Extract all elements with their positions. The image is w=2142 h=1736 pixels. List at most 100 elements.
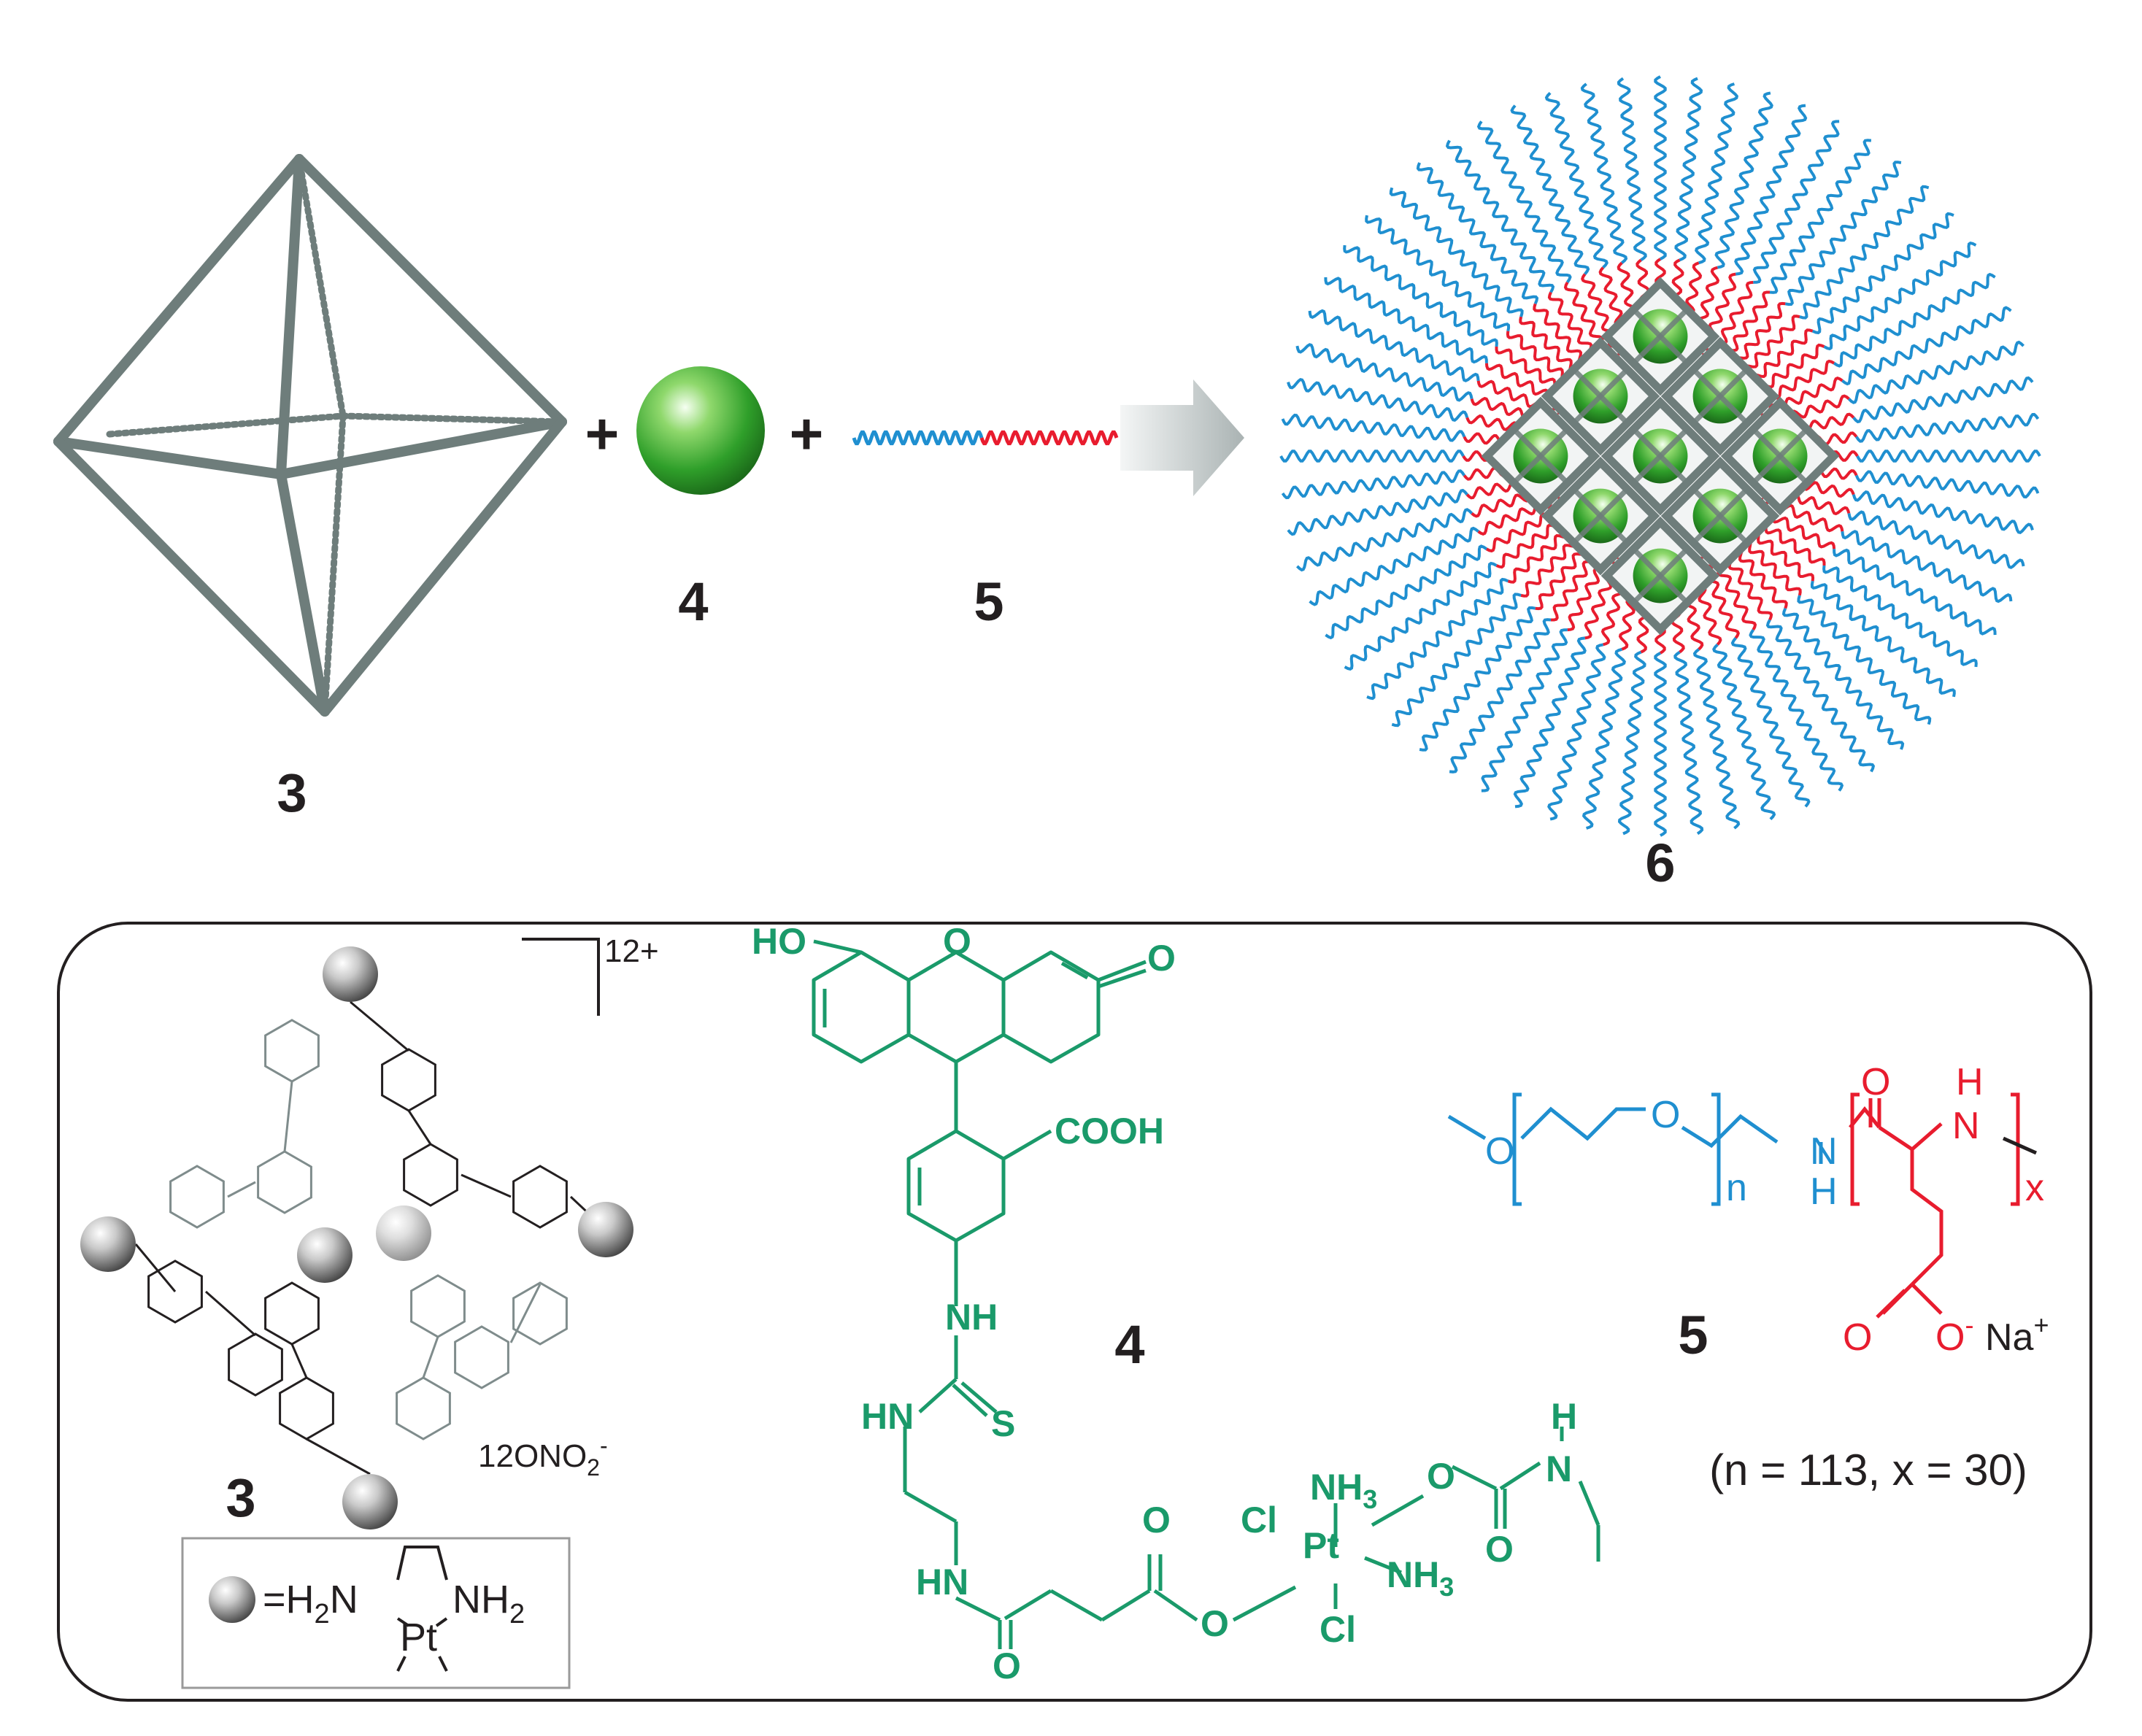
corona-chain [1811, 212, 1954, 335]
corona-chain [1580, 82, 1628, 264]
cage-bond [134, 1243, 177, 1292]
core-cage [1720, 396, 1840, 516]
corona-chain [1769, 139, 1872, 294]
corona-chain [1481, 628, 1568, 792]
svg-text:NH3: NH3 [1387, 1554, 1454, 1602]
corona-chain [1852, 376, 2034, 424]
corona-chain [1416, 162, 1539, 305]
structures-panel [57, 922, 2092, 1702]
svg-text:Cl: Cl [1320, 1609, 1356, 1650]
cage-ring [264, 1019, 320, 1083]
svg-text:O: O [1142, 1500, 1171, 1540]
sodium-ion: Na+ [1985, 1310, 2049, 1359]
corona-chain [1855, 412, 2040, 443]
octahedron-cage [53, 154, 567, 717]
pt-node-right [578, 1202, 633, 1257]
corona-chain [1287, 488, 1468, 536]
label-3-top: 3 [277, 763, 307, 823]
svg-text:O: O [1485, 1529, 1514, 1570]
corona-chain [1854, 470, 2040, 499]
svg-text:O: O [1843, 1316, 1872, 1359]
corona-chain [1295, 343, 1473, 402]
corona-chain [1309, 526, 1479, 606]
corona-chain [1513, 636, 1587, 809]
cage-ring [454, 1325, 509, 1389]
corona-chain [1673, 651, 1704, 836]
cage-ring [228, 1332, 283, 1397]
svg-text:N: N [1810, 1130, 1838, 1173]
cage-bond [422, 1336, 439, 1378]
corona-chain [1510, 104, 1590, 275]
corona-chain [1617, 77, 1647, 261]
svg-text:Cl: Cl [1241, 1500, 1277, 1540]
cage-bond [350, 1000, 409, 1052]
corona-chain [1419, 606, 1536, 752]
svg-text:S: S [991, 1403, 1015, 1444]
corona-chain [1674, 77, 1703, 262]
corona-chain [1654, 652, 1667, 837]
cage-ring [169, 1165, 225, 1229]
core-cage [1600, 516, 1720, 636]
svg-text:HN: HN [916, 1562, 968, 1602]
cage-bond [509, 1284, 542, 1343]
corona-chain [1449, 618, 1552, 774]
pt-node-left [80, 1216, 136, 1272]
label-5-top: 5 [974, 571, 1003, 632]
corona-chain [1544, 92, 1609, 269]
core-cage [1600, 277, 1720, 396]
corona-chain [1343, 244, 1498, 347]
cage-ring [264, 1281, 320, 1346]
plus-sign-2: + [790, 401, 824, 466]
block-copolymer-5 [852, 430, 1119, 446]
svg-text:N: N [1546, 1448, 1572, 1489]
svg-text:NH: NH [945, 1297, 998, 1338]
corona-chain [1281, 469, 1465, 500]
svg-text:HN: HN [861, 1396, 914, 1437]
cage-ring [147, 1259, 203, 1324]
svg-text:H: H [1551, 1396, 1577, 1437]
svg-text:O: O [1485, 1130, 1514, 1173]
pt-node-back [376, 1205, 431, 1261]
core-cage [1481, 396, 1600, 516]
compound-4-structure: HO O O COOH NH HN S HN O O O Cl Pt Cl NH… [752, 921, 1600, 1686]
core-cage [1541, 336, 1660, 456]
cage-ring [512, 1165, 568, 1229]
compound-5-structure: O O n N H O H N x O O- Na+ 5 (n = 113, x… [1447, 1061, 2049, 1494]
green-sphere-4 [636, 366, 765, 495]
corona-chain [1712, 643, 1776, 820]
corona-chain [1856, 450, 2041, 463]
pglu-block [979, 430, 1119, 446]
label-6-top: 6 [1645, 833, 1675, 893]
legend-nh2: NH2 [452, 1578, 525, 1629]
core-cages [1481, 277, 1840, 636]
corona-chain [1325, 544, 1487, 640]
cage-label-3: 3 [226, 1467, 255, 1528]
corona-chain [1617, 650, 1646, 836]
corona-chain [1749, 629, 1844, 792]
corona-chain [1823, 241, 1977, 351]
cage-bond [205, 1290, 256, 1337]
polymer-parameters: (n = 113, x = 30) [1709, 1446, 2027, 1494]
cage-ring [279, 1376, 334, 1440]
svg-text:O: O [1861, 1061, 1890, 1103]
corona-chain [1810, 580, 1956, 698]
cage-ring [410, 1274, 466, 1338]
corona-chain [1366, 577, 1509, 701]
corona-chain [1695, 82, 1739, 265]
cage-structure-3: 12+ 3 12ONO2- =H2N NH2 Pt [80, 933, 659, 1689]
cage-ring [257, 1150, 312, 1214]
cage-ring [381, 1048, 436, 1112]
counterion: 12ONO2- [478, 1432, 608, 1481]
pt-node-center [297, 1227, 352, 1283]
cage-bond [283, 1081, 293, 1152]
micelle-core [1481, 277, 1840, 636]
corona-chain [1797, 595, 1932, 725]
core-cage [1600, 396, 1720, 516]
svg-text:N: N [1952, 1105, 1980, 1147]
reaction-arrow [1120, 379, 1244, 496]
corona-chain [1344, 561, 1498, 671]
cage-bond [306, 1438, 371, 1475]
core-cage [1660, 456, 1780, 576]
cage-bond [290, 1343, 308, 1378]
